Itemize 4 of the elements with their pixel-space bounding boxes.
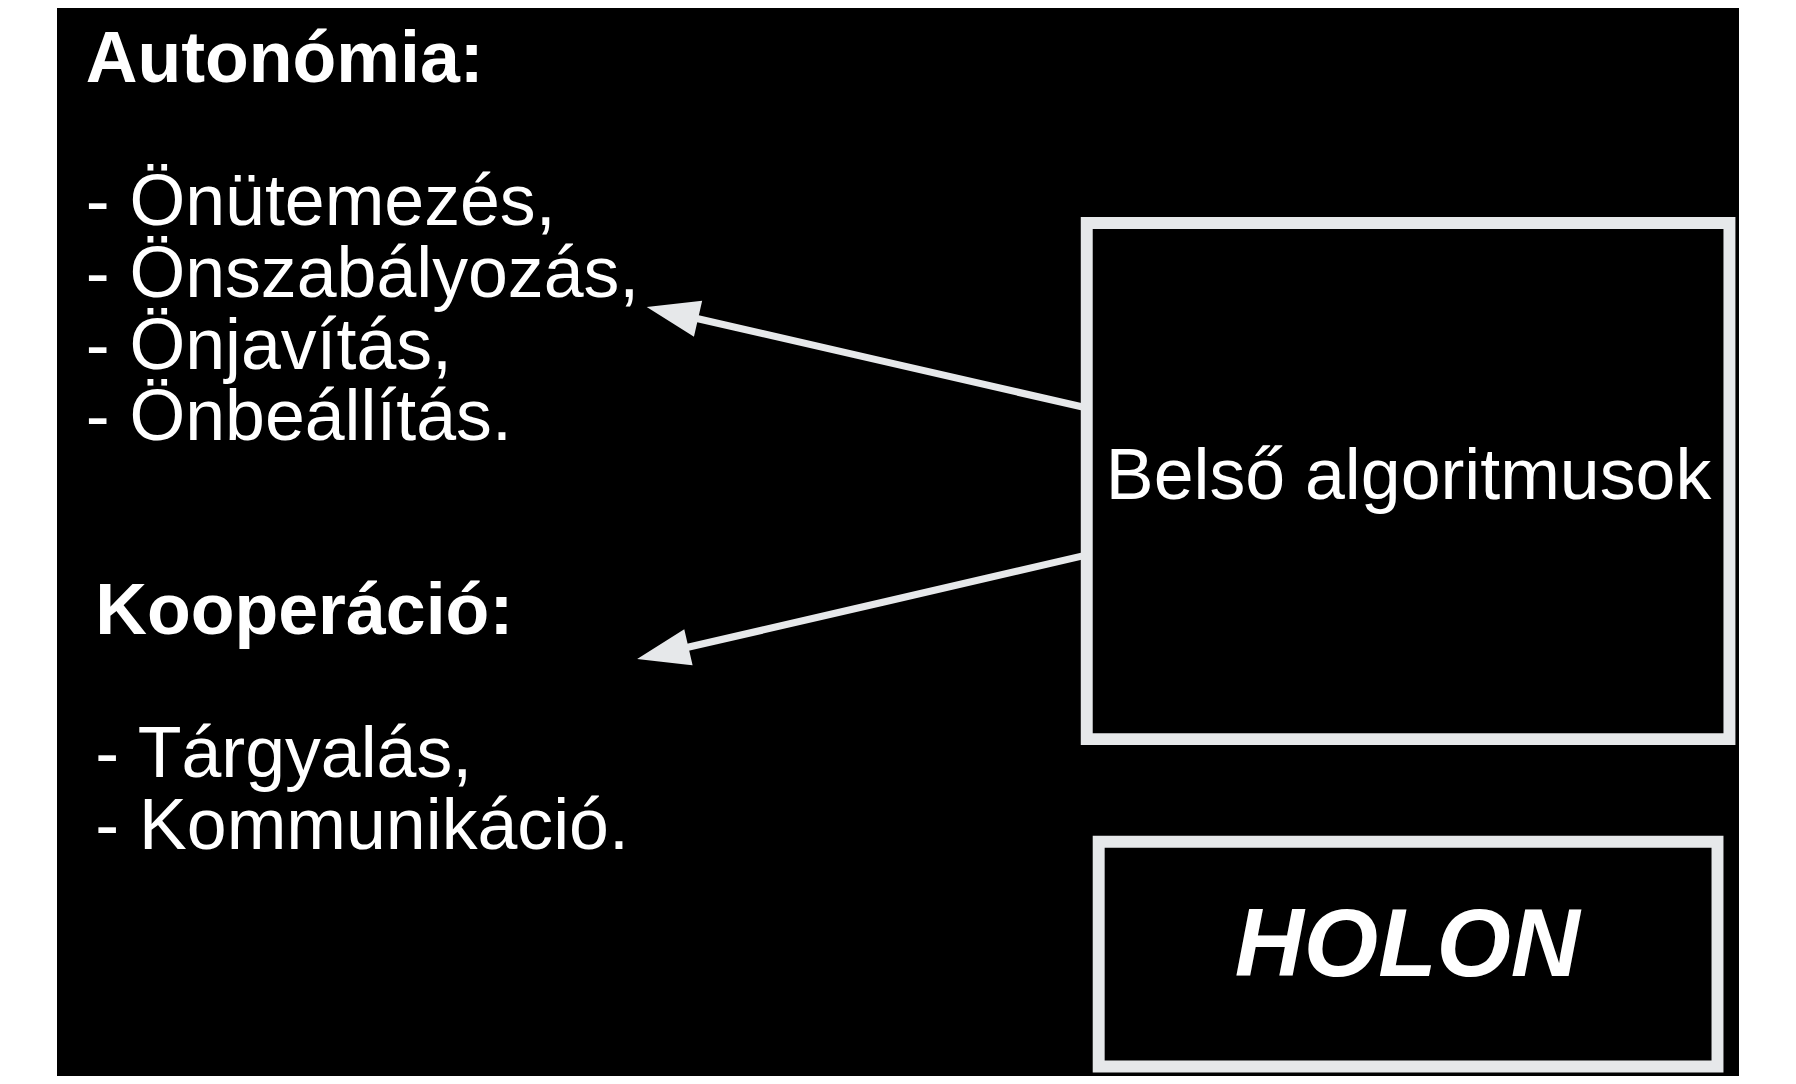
node-text: Kooperáció: - Tárgyalás, - Kommunikáció. xyxy=(95,568,629,865)
node-box: HOLON xyxy=(1092,835,1724,1073)
node-box: Belső algoritmusok xyxy=(1080,217,1736,746)
node-text: Autonómia: - Önütemezés, - Önszabályozás, - Önjavítás, - Önbeállítás. xyxy=(85,17,640,456)
